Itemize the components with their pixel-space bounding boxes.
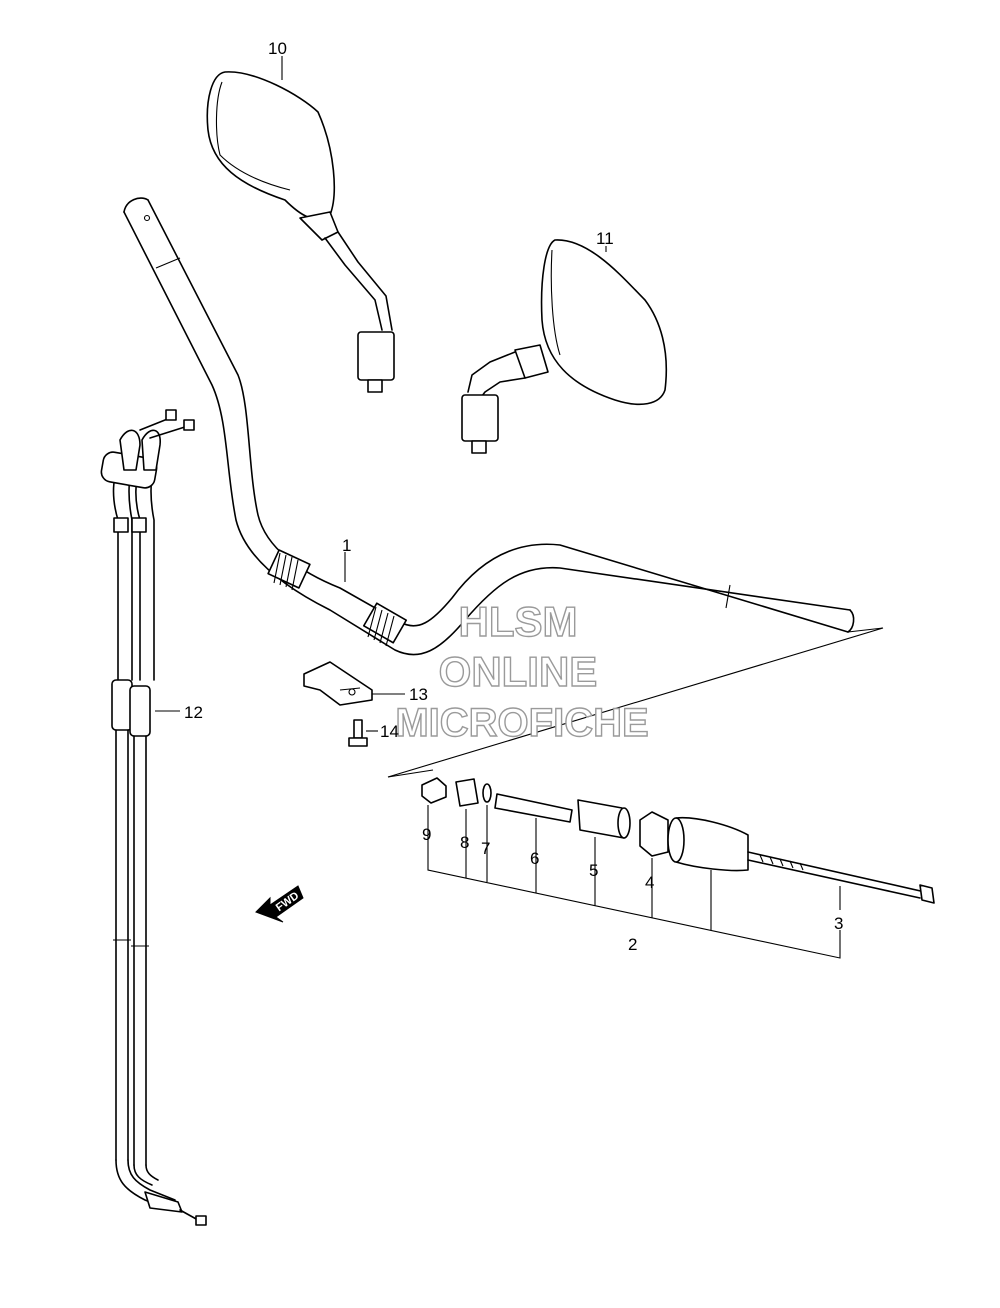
throttle-cables bbox=[100, 409, 207, 1226]
bar-end-assembly bbox=[387, 627, 935, 959]
callout-12: 12 bbox=[184, 703, 203, 722]
watermark: HLSM ONLINE MICROFICHE bbox=[395, 597, 650, 745]
callout-1: 1 bbox=[342, 536, 351, 555]
callout-8: 8 bbox=[460, 833, 469, 852]
callout-4: 4 bbox=[645, 873, 654, 892]
watermark-line-3: MICROFICHE bbox=[395, 701, 648, 745]
watermark-line-2: ONLINE bbox=[439, 648, 598, 695]
callout-5: 5 bbox=[589, 861, 598, 880]
right-mirror bbox=[461, 239, 668, 454]
callout-11: 11 bbox=[596, 229, 614, 248]
clamp-bolt bbox=[348, 719, 368, 747]
callout-13: 13 bbox=[409, 685, 428, 704]
callout-6: 6 bbox=[530, 849, 539, 868]
callout-2: 2 bbox=[628, 935, 637, 954]
callout-10: 10 bbox=[268, 39, 287, 58]
callout-3: 3 bbox=[834, 914, 843, 933]
callout-labels: 1 2 3 4 5 6 7 8 9 10 11 12 13 14 bbox=[184, 39, 843, 954]
handlebar bbox=[123, 197, 855, 656]
callout-9: 9 bbox=[422, 825, 431, 844]
callout-14: 14 bbox=[380, 722, 399, 741]
leader-lines bbox=[155, 56, 607, 732]
callout-7: 7 bbox=[481, 839, 490, 858]
fwd-direction-arrow: FWD bbox=[255, 885, 304, 923]
watermark-line-1: HLSM bbox=[459, 598, 578, 645]
left-mirror bbox=[206, 71, 395, 393]
cable-clamp bbox=[303, 661, 373, 706]
